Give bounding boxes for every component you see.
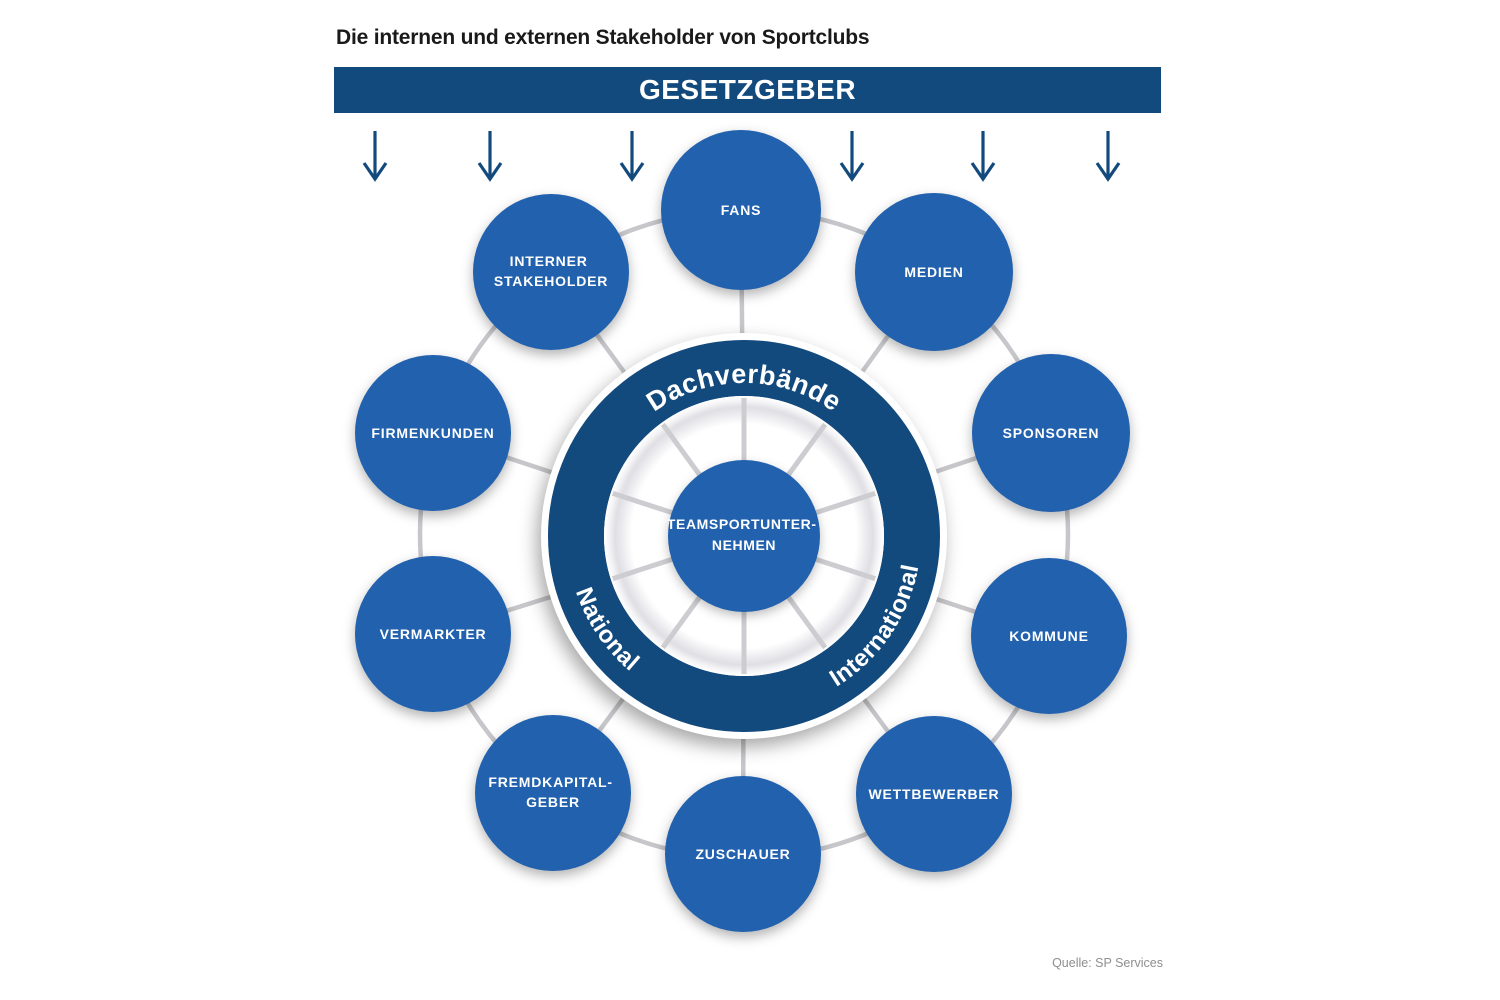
gesetzgeber-banner: GESETZGEBER [334,67,1161,113]
circle-label: KOMMUNE [1009,628,1088,644]
circle-shape [355,355,511,511]
arrow-down-icon [619,131,645,182]
circle-label: MEDIEN [904,264,963,280]
circle-label: SPONSOREN [1003,425,1100,441]
arrow-down-icon [970,131,996,182]
circle-shape [661,130,821,290]
stakeholder-circle-vermarkter: VERMARKTER [355,556,511,712]
circle-shape [971,558,1127,714]
wheel-navy-ring [548,340,940,732]
circle-label: FIRMENKUNDEN [371,425,494,441]
stakeholder-circle-interner-stakeholder: INTERNER STAKEHOLDER [473,194,629,350]
gesetzgeber-label: GESETZGEBER [638,74,857,105]
center-hub-circle [668,460,820,612]
circle-shape [855,193,1013,351]
stakeholder-circle-fans: FANS [661,130,821,290]
gesetzgeber-arrows [362,131,1121,182]
arrow-down-icon [1095,131,1121,182]
stakeholder-circle-wettbewerber: WETTBEWERBER [856,716,1012,872]
circle-label: ZUSCHAUER [695,846,790,862]
stakeholder-circle-fremdkapitalgeber: FREMDKAPITAL- GEBER [475,715,631,871]
arrow-down-icon [362,131,388,182]
stakeholder-circle-sponsoren: SPONSOREN [972,354,1130,512]
stakeholder-circle-medien: MEDIEN [855,193,1013,351]
circle-shape [972,354,1130,512]
stakeholder-circle-kommune: KOMMUNE [971,558,1127,714]
stakeholder-circle-firmenkunden: FIRMENKUNDEN [355,355,511,511]
circle-label: INTERNER STAKEHOLDER [494,253,608,289]
circle-label: WETTBEWERBER [869,786,1000,802]
circle-shape [355,556,511,712]
circle-label: FREMDKAPITAL- GEBER [488,774,617,810]
page-title: Die internen und externen Stakeholder vo… [336,26,870,49]
circle-label: VERMARKTER [380,626,487,642]
circle-shape [475,715,631,871]
circle-label: FANS [721,202,762,218]
circle-shape [856,716,1012,872]
arrow-down-icon [839,131,865,182]
central-wheel: TEAMSPORTUNTER- NEHMEN Dachverbände Nati… [541,333,947,739]
stakeholder-circle-zuschauer: ZUSCHAUER [665,776,821,932]
circle-shape [665,776,821,932]
center-hub-label: TEAMSPORTUNTER- NEHMEN [667,516,821,553]
circle-shape [473,194,629,350]
arrow-down-icon [477,131,503,182]
source-credit: Quelle: SP Services [1052,956,1163,970]
